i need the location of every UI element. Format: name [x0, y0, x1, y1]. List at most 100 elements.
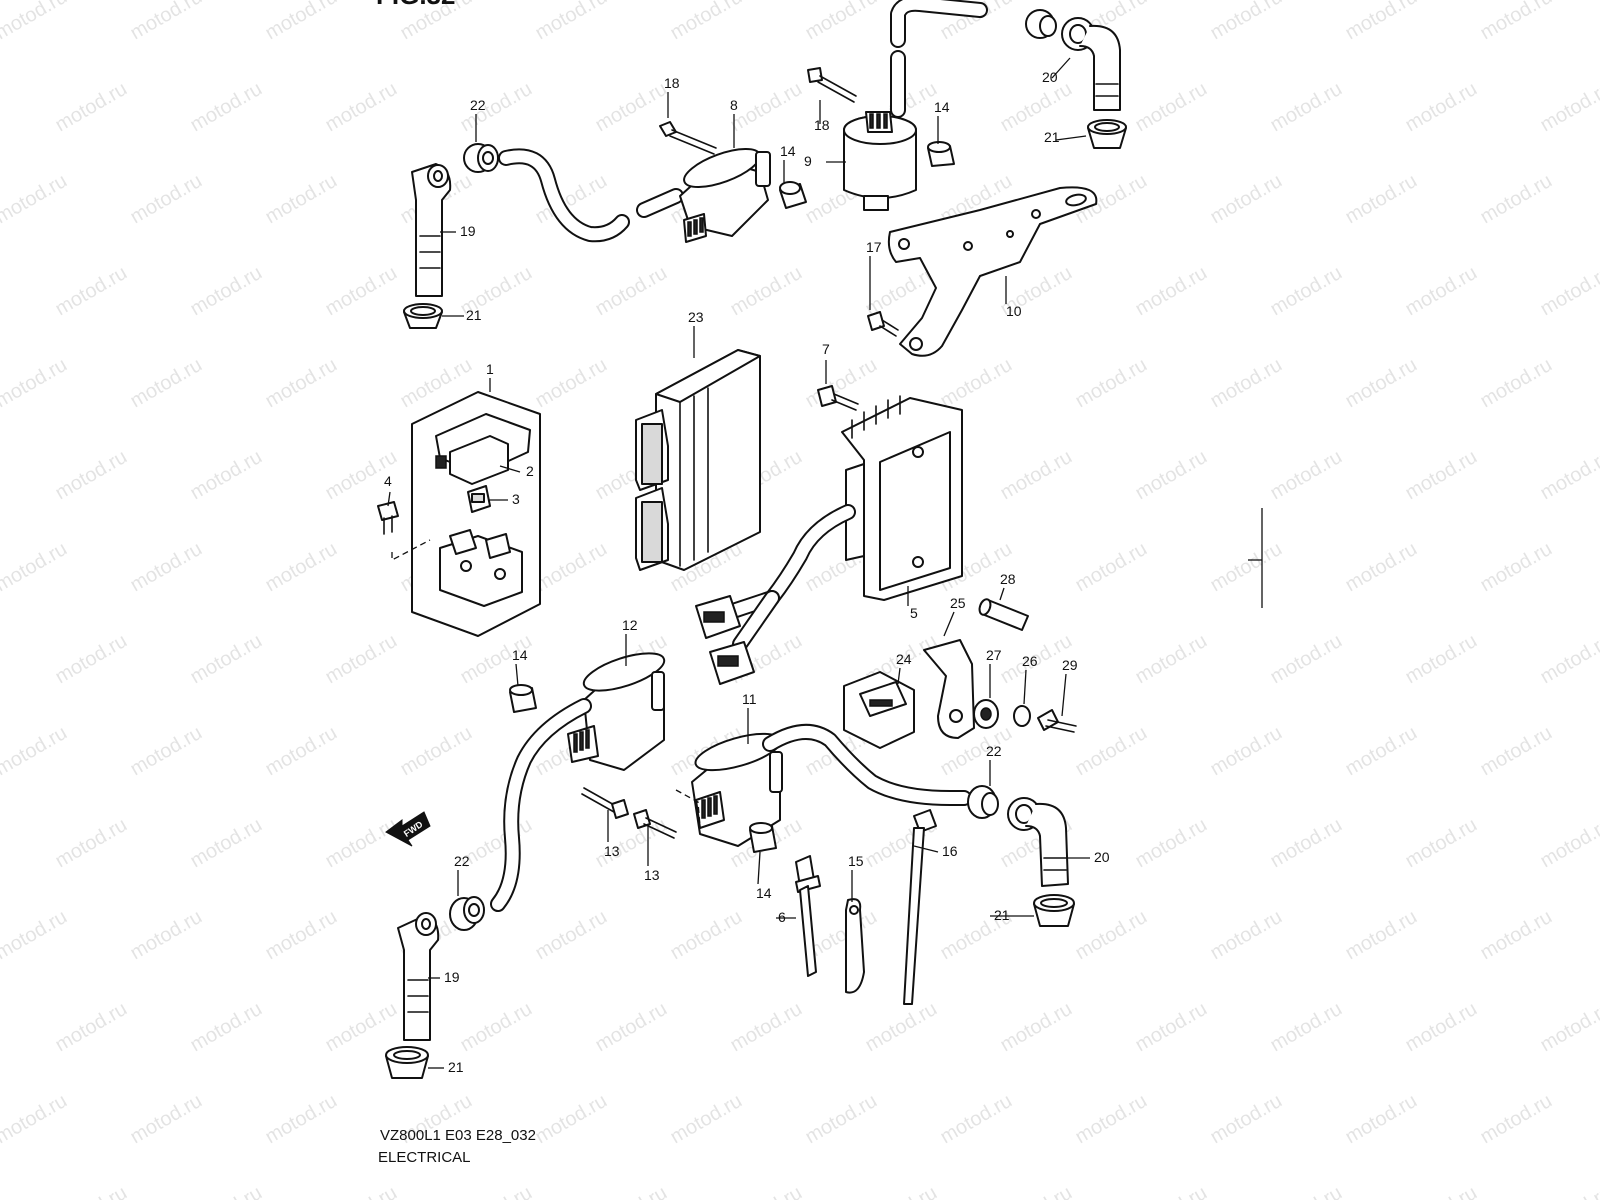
watermark-text: motod.ru — [127, 354, 206, 413]
watermark-text: motod.ru — [1342, 0, 1421, 44]
cap-22-top-left[interactable] — [463, 143, 499, 173]
bracket-25[interactable] — [923, 639, 975, 739]
ecm-23[interactable] — [635, 349, 761, 571]
ignition-coil-11[interactable] — [675, 726, 784, 847]
bolt-29[interactable] — [1037, 709, 1077, 733]
clamp-15[interactable] — [845, 898, 865, 994]
watermark-text: motod.ru — [937, 1090, 1016, 1149]
watermark-text: motod.ru — [1072, 722, 1151, 781]
callout-19-bottom: 19 — [444, 969, 460, 985]
ignition-coil-assembly-rear[interactable] — [807, 0, 1127, 211]
watermark-text: motod.ru — [0, 722, 71, 781]
clamp-6[interactable] — [795, 855, 821, 977]
watermark-text: motod.ru — [592, 998, 671, 1057]
watermark-text: motod.ru — [52, 814, 131, 873]
watermark-text: motod.ru — [1072, 1090, 1151, 1149]
watermark-text: motod.ru — [532, 1090, 611, 1149]
relay-cover-2[interactable] — [435, 413, 531, 485]
callout-22-lower-right: 22 — [986, 743, 1002, 759]
callout-10: 10 — [1006, 303, 1022, 319]
spark-plug-cap-20-top[interactable] — [1061, 17, 1121, 111]
cap-22-lower-left[interactable] — [449, 896, 485, 931]
watermark-text: motod.ru — [322, 814, 401, 873]
watermark-text: motod.ru — [52, 998, 131, 1057]
spark-plug-cap-20-bottom[interactable] — [1007, 797, 1069, 887]
bolt-17[interactable] — [867, 311, 899, 337]
callout-11: 11 — [742, 691, 757, 707]
callout-25: 25 — [950, 595, 966, 611]
sensor-24[interactable] — [843, 671, 915, 749]
spark-plug-cap-19-top[interactable] — [411, 163, 452, 297]
watermark-text: motod.ru — [1072, 538, 1151, 597]
watermark-text: motod.ru — [52, 630, 131, 689]
callout-5: 5 — [910, 605, 918, 621]
callout-8: 8 — [730, 97, 738, 113]
cap-22-lower-right[interactable] — [967, 785, 999, 819]
seal-21-bottom-left[interactable] — [385, 1046, 429, 1079]
watermark-text: motod.ru — [1537, 262, 1600, 321]
spacer-14-lower-right[interactable] — [749, 822, 777, 853]
callout-13-upper: 13 — [604, 843, 620, 859]
watermark-text: motod.ru — [1132, 78, 1211, 137]
cap-22-top-right[interactable] — [1025, 9, 1057, 39]
callout-17: 17 — [866, 239, 882, 255]
bolt-4[interactable] — [377, 501, 431, 562]
watermark-text: motod.ru — [1537, 78, 1600, 137]
watermark-text: motod.ru — [457, 998, 536, 1057]
coil-bracket-10[interactable] — [887, 186, 1098, 357]
watermark-text: motod.ru — [262, 538, 341, 597]
watermark-text: motod.ru — [1477, 906, 1556, 965]
callout-18-left: 18 — [664, 75, 680, 91]
leader-line — [1061, 673, 1067, 717]
callout-26: 26 — [1022, 653, 1038, 669]
bolt-13-lower[interactable] — [633, 809, 677, 839]
spark-plug-cap-19-bottom[interactable] — [397, 912, 440, 1041]
starter-relay[interactable] — [439, 529, 523, 607]
pin-28[interactable] — [978, 598, 1029, 631]
seal-21-bottom-right[interactable] — [1033, 894, 1075, 927]
ignition-coil-9[interactable] — [843, 111, 917, 211]
spacer-14-top-left[interactable] — [779, 181, 807, 209]
watermark-text: motod.ru — [1402, 1182, 1481, 1200]
regulator-rectifier-5[interactable] — [695, 395, 963, 685]
watermark-text: motod.ru — [0, 1090, 71, 1149]
watermark-text: motod.ru — [1477, 354, 1556, 413]
callout-24: 24 — [896, 651, 912, 667]
leader-line — [1051, 57, 1071, 79]
callout-4: 4 — [384, 473, 392, 489]
starter-relay-box-1[interactable] — [411, 391, 541, 637]
ignition-coil-8[interactable] — [679, 141, 771, 243]
washer-26[interactable] — [1013, 705, 1031, 727]
watermark-text: motod.ru — [862, 1182, 941, 1200]
bolt-7[interactable] — [817, 385, 859, 411]
watermark-text: motod.ru — [1267, 1182, 1346, 1200]
watermark-text: motod.ru — [127, 170, 206, 229]
callout-14-lower-right: 14 — [756, 885, 772, 901]
spacer-14-top-right[interactable] — [927, 141, 955, 167]
watermark-text: motod.ru — [1132, 814, 1211, 873]
ignition-coil-assembly-front[interactable] — [403, 121, 807, 329]
ignition-coil-12[interactable] — [567, 646, 668, 771]
washer-27[interactable] — [973, 699, 999, 729]
spacer-14-lower-left[interactable] — [509, 684, 537, 713]
bolt-18-right[interactable] — [807, 67, 857, 103]
cable-tie-16[interactable] — [903, 809, 937, 1005]
watermark-text: motod.ru — [187, 998, 266, 1057]
watermark-text: motod.ru — [592, 262, 671, 321]
figure-title: FIG.32 — [376, 0, 455, 10]
seal-21-top-left[interactable] — [403, 303, 443, 329]
watermark-text: motod.ru — [262, 722, 341, 781]
fuse-3[interactable] — [467, 485, 491, 513]
leader-line — [515, 663, 519, 687]
watermark-text: motod.ru — [0, 538, 71, 597]
watermark-text: motod.ru — [127, 0, 206, 44]
watermark-text: motod.ru — [0, 906, 71, 965]
bolt-13-upper[interactable] — [581, 787, 629, 819]
bolt-18-left[interactable] — [659, 121, 717, 155]
watermark-text: motod.ru — [322, 1182, 401, 1200]
seal-21-top-right[interactable] — [1087, 119, 1127, 149]
callout-21-bottom-left: 21 — [448, 1059, 464, 1075]
watermark-text: motod.ru — [127, 906, 206, 965]
leader-line — [913, 845, 939, 853]
callout-22-top-left: 22 — [470, 97, 486, 113]
